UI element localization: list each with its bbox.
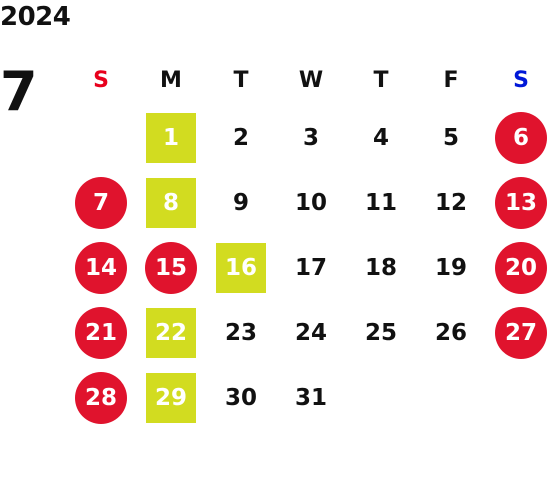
date-3[interactable]: 3 (302, 124, 319, 151)
holiday-date-21[interactable]: 21 (75, 306, 127, 359)
date-cell: 1 (136, 105, 206, 170)
date-cell: 20 (486, 235, 548, 300)
date-cell: 4 (346, 105, 416, 170)
date-24[interactable]: 24 (294, 319, 327, 346)
date-cell: 22 (136, 300, 206, 365)
holiday-date-20[interactable]: 20 (495, 241, 547, 294)
date-cell: 16 (206, 235, 276, 300)
year-label: 2024 (0, 2, 71, 32)
marked-date-8[interactable]: 8 (146, 177, 196, 228)
date-cell: 3 (276, 105, 346, 170)
date-17[interactable]: 17 (294, 254, 327, 281)
month-number: 7 (0, 60, 38, 123)
date-9[interactable]: 9 (232, 189, 249, 216)
date-cell: 13 (486, 170, 548, 235)
date-cell: 18 (346, 235, 416, 300)
weekday-header: T (233, 67, 249, 93)
date-12[interactable]: 12 (434, 189, 467, 216)
date-cell: 9 (206, 170, 276, 235)
date-cell: 12 (416, 170, 486, 235)
date-cell: 24 (276, 300, 346, 365)
date-18[interactable]: 18 (364, 254, 397, 281)
holiday-date-6[interactable]: 6 (495, 111, 547, 164)
date-11[interactable]: 11 (364, 189, 397, 216)
date-cell: 29 (136, 365, 206, 430)
date-cell: 30 (206, 365, 276, 430)
date-cell: 2 (206, 105, 276, 170)
holiday-date-14[interactable]: 14 (75, 241, 127, 294)
date-23[interactable]: 23 (224, 319, 257, 346)
date-2[interactable]: 2 (232, 124, 249, 151)
date-cell: 23 (206, 300, 276, 365)
date-25[interactable]: 25 (364, 319, 397, 346)
date-30[interactable]: 30 (224, 384, 257, 411)
holiday-date-7[interactable]: 7 (75, 176, 127, 229)
weekday-header: M (160, 67, 182, 93)
date-cell: 14 (66, 235, 136, 300)
holiday-date-15[interactable]: 15 (145, 241, 197, 294)
date-cell: 31 (276, 365, 346, 430)
date-cell: 25 (346, 300, 416, 365)
weekday-header: W (298, 67, 324, 93)
date-cell: 6 (486, 105, 548, 170)
marked-date-29[interactable]: 29 (146, 372, 196, 423)
weekday-header: S (93, 67, 109, 93)
date-cell: 21 (66, 300, 136, 365)
holiday-date-28[interactable]: 28 (75, 371, 127, 424)
date-cell: 7 (66, 170, 136, 235)
holiday-date-13[interactable]: 13 (495, 176, 547, 229)
date-10[interactable]: 10 (294, 189, 327, 216)
date-cell: 26 (416, 300, 486, 365)
date-19[interactable]: 19 (434, 254, 467, 281)
date-cell: 15 (136, 235, 206, 300)
weekday-header: F (443, 67, 459, 93)
date-cell: 11 (346, 170, 416, 235)
date-cell: 27 (486, 300, 548, 365)
date-26[interactable]: 26 (434, 319, 467, 346)
marked-date-16[interactable]: 16 (216, 242, 266, 293)
date-31[interactable]: 31 (294, 384, 327, 411)
marked-date-1[interactable]: 1 (146, 112, 196, 163)
date-5[interactable]: 5 (442, 124, 459, 151)
weekday-header: T (373, 67, 389, 93)
date-cell: 19 (416, 235, 486, 300)
date-cell: 5 (416, 105, 486, 170)
date-cell: 8 (136, 170, 206, 235)
holiday-date-27[interactable]: 27 (495, 306, 547, 359)
date-cell: 28 (66, 365, 136, 430)
empty-cell (66, 105, 136, 170)
date-4[interactable]: 4 (372, 124, 389, 151)
marked-date-22[interactable]: 22 (146, 307, 196, 358)
date-cell: 10 (276, 170, 346, 235)
date-cell: 17 (276, 235, 346, 300)
weekday-header: S (513, 67, 529, 93)
